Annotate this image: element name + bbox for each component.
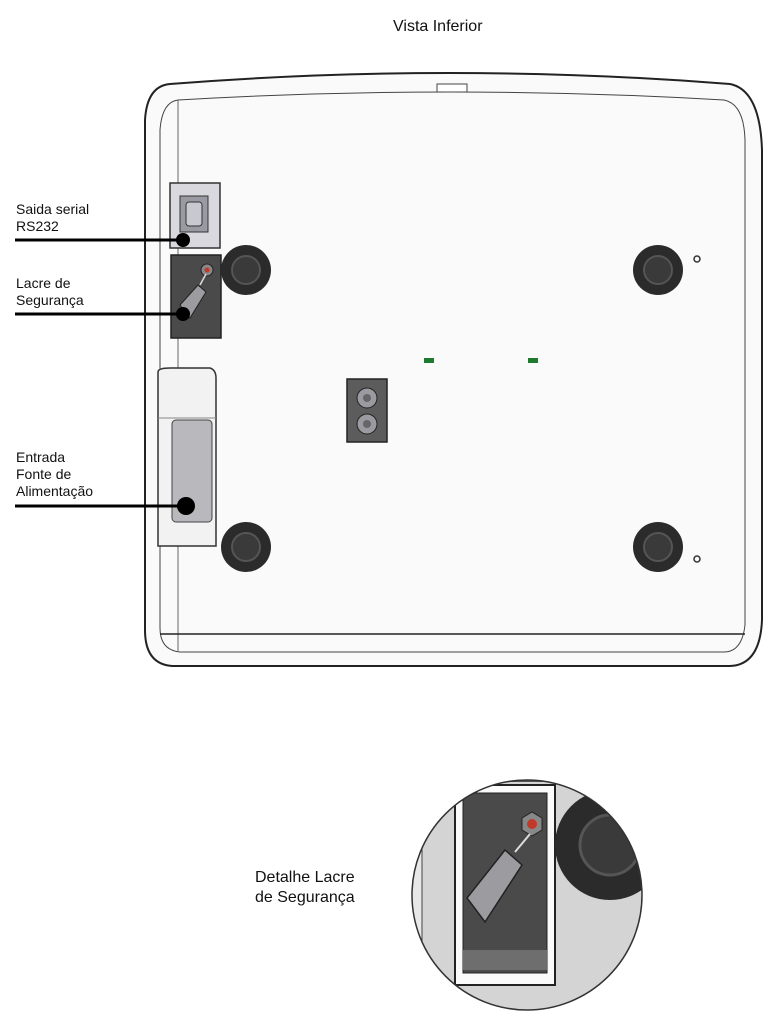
screw-hole — [693, 255, 701, 263]
detail-label-line1: Detalhe Lacre — [255, 869, 355, 886]
label-seal-line1: Lacre de — [16, 275, 71, 291]
label-seal-line2: Segurança — [16, 292, 84, 308]
label-power-line3: Alimentação — [16, 483, 94, 499]
label-power-line1: Entrada — [16, 449, 66, 465]
label-power-line2: Fonte de — [16, 466, 72, 482]
view-title: Vista Inferior — [393, 18, 483, 35]
foot-top-left — [221, 245, 271, 295]
label-serial-line2: RS232 — [16, 218, 59, 234]
power-input-bay — [157, 367, 217, 547]
leader-serial — [15, 233, 190, 247]
scale-body-inner-outline — [159, 91, 746, 653]
foot-bottom-left — [221, 522, 271, 572]
security-seal-panel — [170, 254, 222, 339]
screw-hole — [693, 555, 701, 563]
scale-body-outline — [144, 72, 763, 667]
foot-top-right — [633, 245, 683, 295]
leader-power — [15, 497, 195, 515]
detail-label-line2: de Segurança — [255, 889, 355, 906]
indicator-led — [424, 358, 434, 363]
detail-circle-border — [411, 779, 643, 1011]
top-clip — [436, 83, 468, 93]
foot-bottom-right — [633, 522, 683, 572]
label-serial-line1: Saida serial — [16, 201, 90, 217]
seal-detail-magnified — [412, 780, 642, 1010]
indicator-led — [528, 358, 538, 363]
leader-seal — [15, 307, 190, 321]
center-connectors — [346, 378, 388, 443]
